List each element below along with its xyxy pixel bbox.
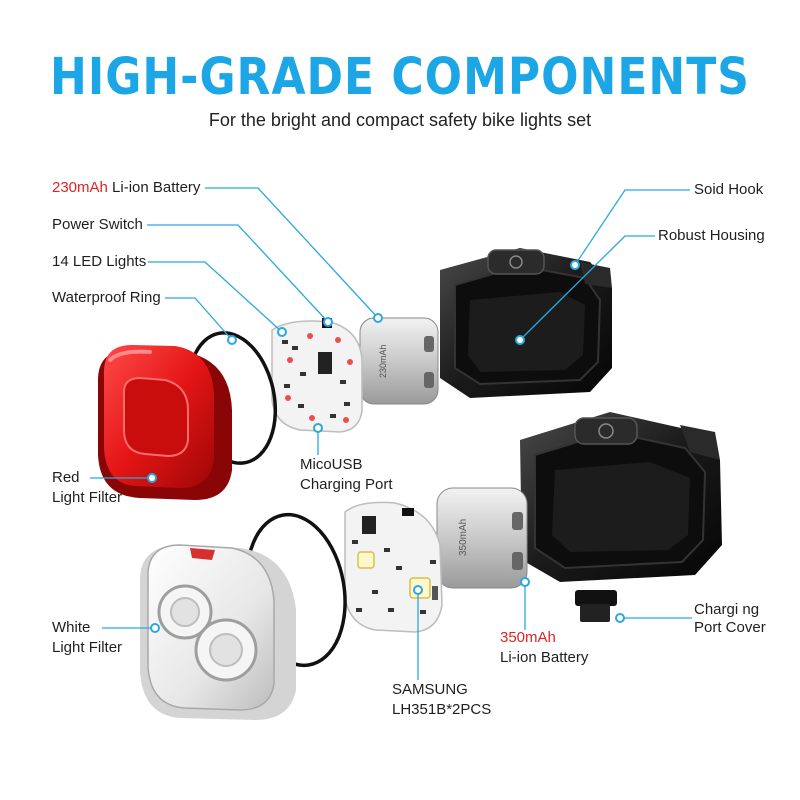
white-light-filter	[140, 544, 296, 720]
label-solid-hook: Soid Hook	[694, 181, 764, 198]
red-light-filter	[98, 345, 232, 500]
battery-top-print: 230mAh	[378, 344, 388, 378]
label-usb-port-line1: MicoUSB	[300, 456, 363, 473]
robust-housing-bottom	[520, 412, 722, 582]
solid-hook	[580, 262, 612, 288]
label-usb-port-line2: Charging Port	[300, 476, 393, 493]
power-button-bottom	[574, 417, 638, 445]
charging-port-cover	[575, 590, 617, 622]
led-circuit-board-top	[271, 318, 363, 433]
battery-bottom-print: 350mAh	[458, 519, 469, 556]
label-battery-230-capacity: 230mAh	[52, 179, 108, 196]
li-ion-battery-top: 230mAh	[359, 317, 439, 405]
label-samsung-line2: LH351B*2PCS	[392, 701, 492, 718]
leader-waterproof-ring	[165, 297, 233, 341]
li-ion-battery-bottom: 350mAh	[436, 487, 528, 589]
label-red-filter-line2: Light Filter	[52, 489, 123, 506]
label-samsung-line1: SAMSUNG	[392, 681, 468, 698]
label-robust-housing: Robust Housing	[658, 227, 765, 244]
leader-battery-top	[205, 187, 379, 319]
led-circuit-board-bottom	[344, 501, 443, 633]
label-port-cover-line1: Chargi ng	[694, 601, 760, 618]
leader-solid-hook	[574, 189, 690, 266]
label-port-cover-line2: Port Cover	[694, 619, 766, 636]
power-button-top	[487, 249, 545, 275]
label-waterproof-ring: Waterproof Ring	[52, 289, 161, 306]
robust-housing-top	[440, 248, 612, 398]
leader-power-switch	[147, 224, 329, 323]
page-title: HIGH-GRADE COMPONENTS	[50, 48, 750, 107]
leader-dots	[147, 260, 625, 633]
leader-led-lights	[148, 261, 283, 333]
label-battery-350-capacity: 350mAh	[500, 629, 556, 646]
label-white-filter-line1: White	[52, 619, 91, 636]
label-white-filter-line2: Light Filter	[52, 639, 123, 656]
leader-lines	[90, 187, 692, 680]
label-battery-230-text: Li-ion Battery	[107, 179, 201, 196]
label-power-switch: Power Switch	[52, 216, 143, 233]
label-battery-350-text: Li-ion Battery	[500, 649, 589, 666]
label-battery-230: 230mAh Li-ion Battery	[52, 178, 200, 198]
label-led-lights: 14 LED Lights	[52, 253, 147, 270]
leader-robust-housing	[519, 235, 655, 341]
label-red-filter-line1: Red	[52, 469, 80, 486]
page-subtitle: For the bright and compact safety bike l…	[208, 110, 592, 130]
